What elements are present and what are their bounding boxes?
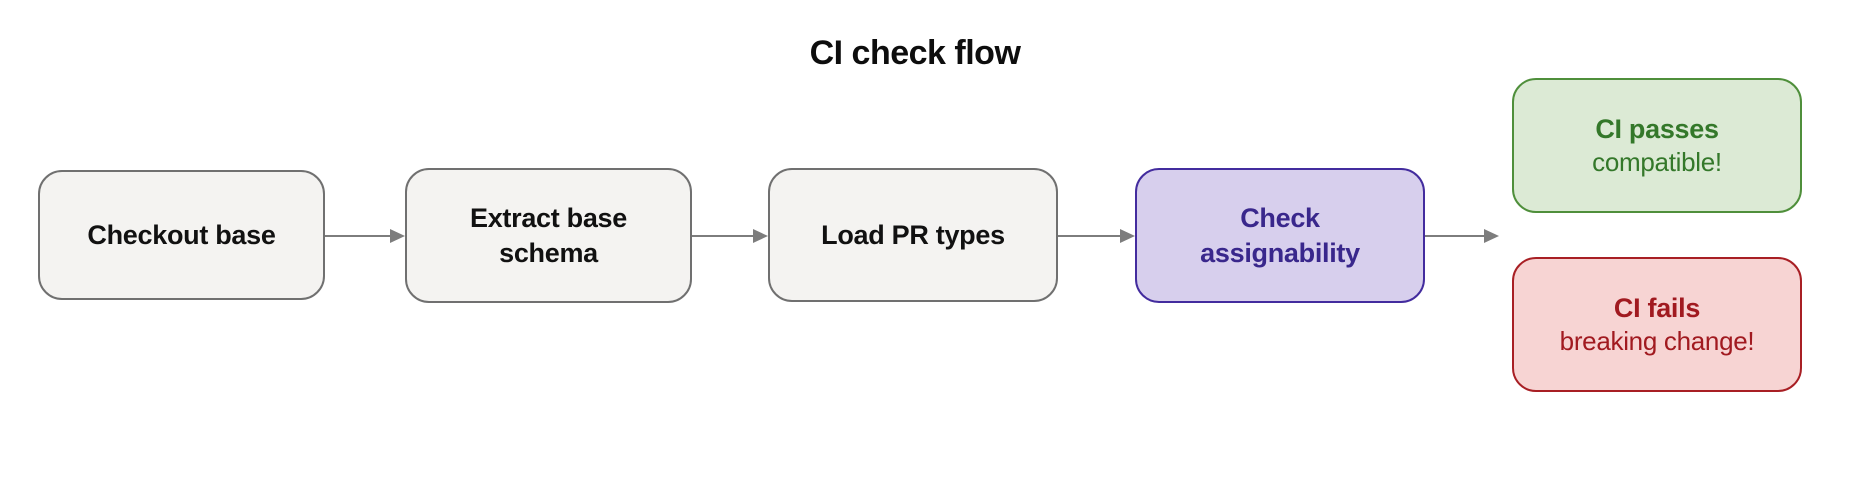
diagram-title: CI check flow: [809, 34, 1021, 72]
outcome-sublabel: breaking change!: [1559, 326, 1755, 357]
flow-arrow-2: [692, 229, 768, 243]
node-label: Load PR types: [821, 219, 1005, 250]
flow-node-checkout-base: Checkout base: [38, 170, 325, 300]
node-label: Checkout base: [87, 219, 276, 250]
flow-arrow-3: [1058, 229, 1135, 243]
node-label: Extract base schema: [470, 202, 627, 268]
node-label: Check assignability: [1200, 202, 1360, 268]
outcome-node-ci-fails: CI fails breaking change!: [1512, 257, 1802, 392]
outcome-label: CI passes: [1595, 113, 1719, 144]
outcome-sublabel: compatible!: [1592, 147, 1722, 178]
outcome-label: CI fails: [1613, 292, 1701, 323]
flow-node-check-assignability: Check assignability: [1135, 168, 1425, 303]
outcome-node-ci-passes: CI passes compatible!: [1512, 78, 1802, 213]
flow-node-load-pr-types: Load PR types: [768, 168, 1058, 302]
flow-arrow-4: [1425, 229, 1499, 243]
flow-node-extract-base-schema: Extract base schema: [405, 168, 692, 303]
flow-arrow-1: [325, 229, 405, 243]
